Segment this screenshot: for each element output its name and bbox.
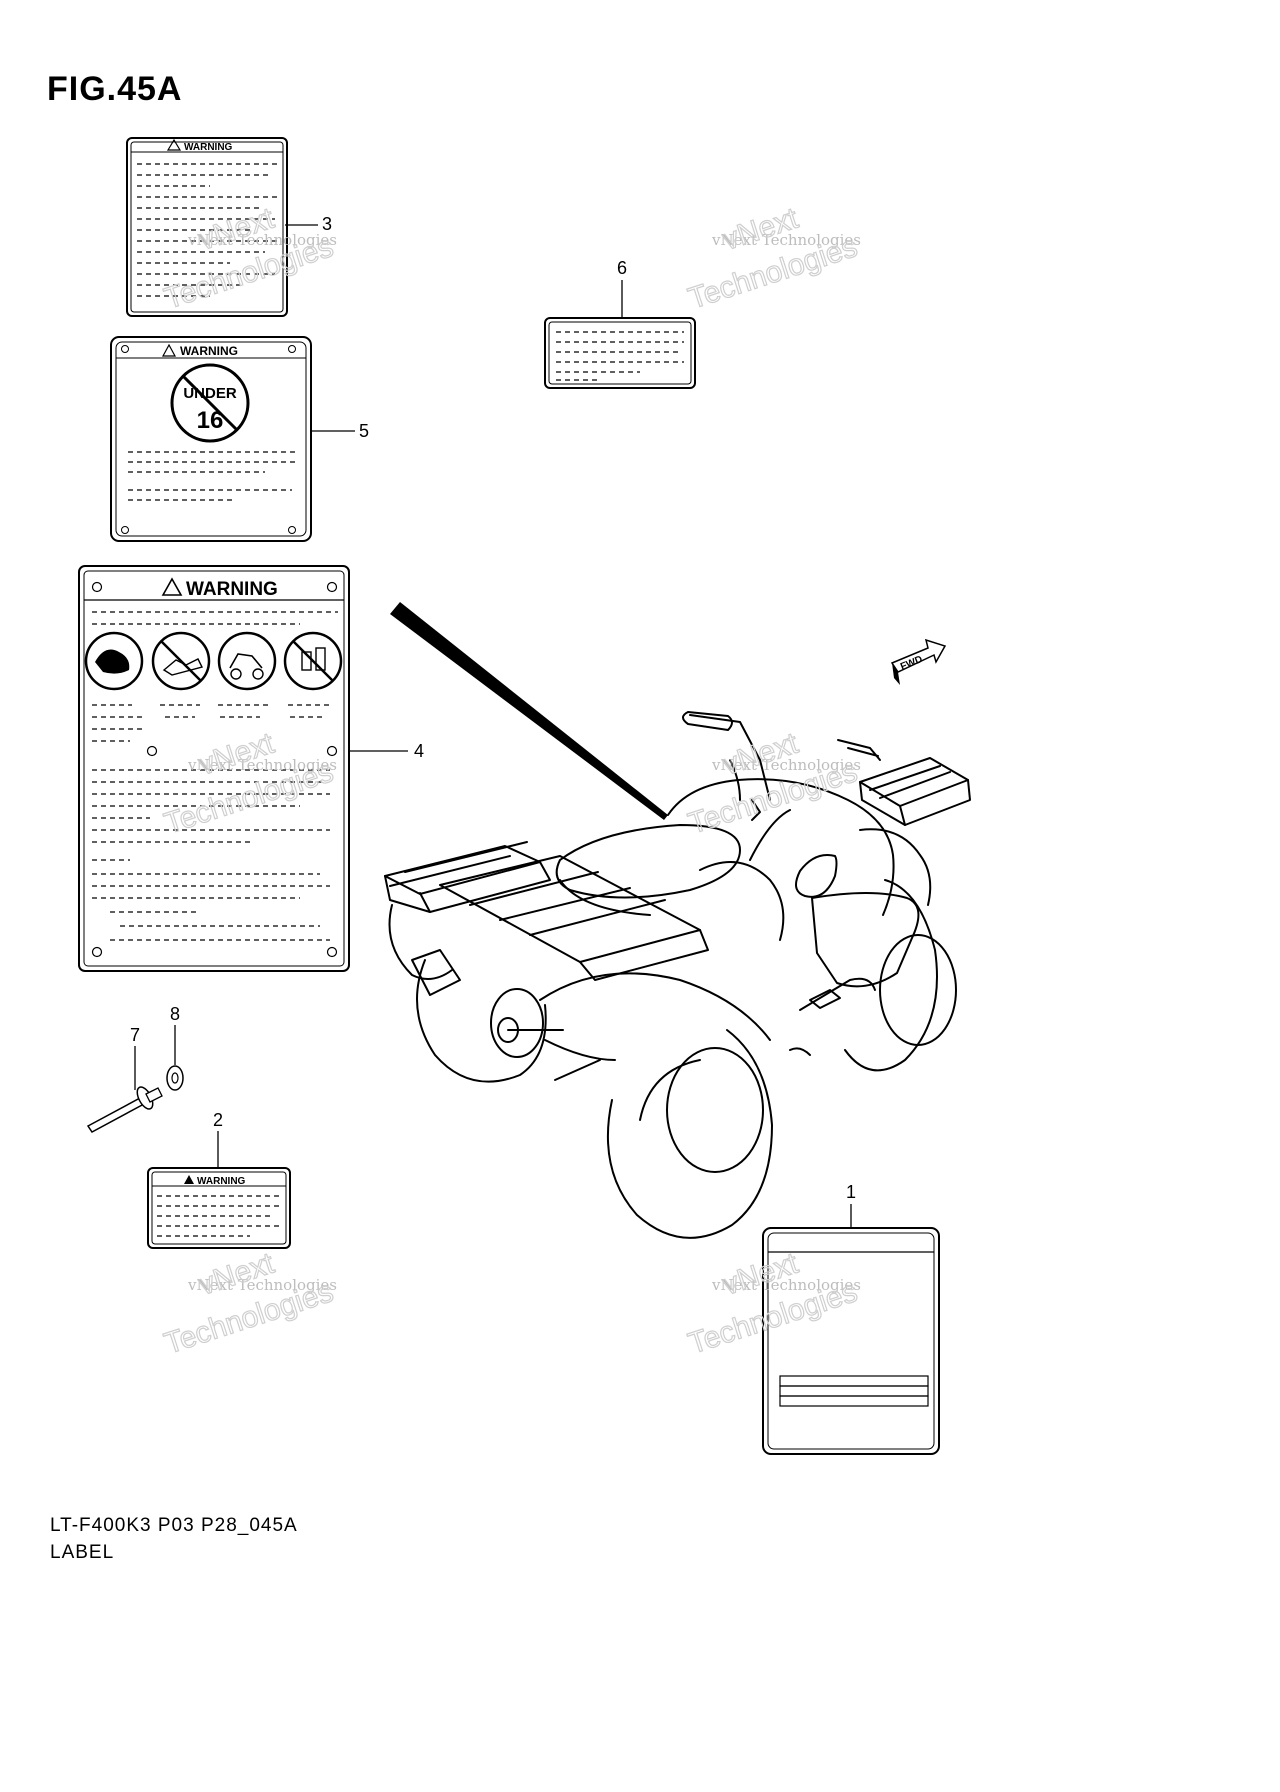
warning-triangle-icon xyxy=(184,1175,194,1184)
label-1 xyxy=(762,1227,940,1455)
warning-triangle-icon xyxy=(161,577,183,596)
figure-code: LT-F400K3 P03 P28_045A xyxy=(50,1515,298,1536)
under-text: UNDER xyxy=(183,385,237,402)
pictogram-no-road-icon xyxy=(217,631,277,691)
callout-6: 6 xyxy=(617,258,627,278)
callout-3: 3 xyxy=(322,214,332,234)
warning-triangle-icon xyxy=(161,343,177,357)
label-6 xyxy=(544,317,696,389)
rivet-part xyxy=(86,1086,163,1133)
figure-title: FIG.45A xyxy=(47,70,183,108)
callout-7: 7 xyxy=(130,1025,140,1045)
pictogram-no-alcohol-icon xyxy=(283,631,343,691)
svg-text:vNext Technologies: vNext Technologies xyxy=(711,231,861,249)
callout-8: 8 xyxy=(170,1004,180,1024)
label-2-warning-text: WARNING xyxy=(197,1176,246,1187)
watermark-2: vNext Technologies vNext Technologies xyxy=(684,201,862,316)
pointer-arrow xyxy=(390,602,668,820)
label-4-warning-text: WARNING xyxy=(186,579,278,600)
prohibition-circle-icon xyxy=(170,363,250,443)
svg-text:vNext Technologies: vNext Technologies xyxy=(187,756,337,774)
fwd-arrow-icon: FWD xyxy=(890,638,947,685)
callout-1: 1 xyxy=(846,1182,856,1202)
svg-text:vNext Technologies: vNext Technologies xyxy=(711,756,861,774)
label-5-warning-text: WARNING xyxy=(180,344,238,358)
svg-text:vNext Technologies: vNext Technologies xyxy=(711,1276,861,1294)
fwd-text: FWD xyxy=(899,654,924,673)
pictogram-no-passenger-icon xyxy=(151,631,211,691)
label-3-warning-text: WARNING xyxy=(184,142,233,153)
label-5: WARNING UNDER 16 xyxy=(110,336,312,542)
label-3: WARNING xyxy=(126,137,288,317)
washer-part xyxy=(166,1065,184,1091)
label-2: WARNING xyxy=(147,1167,291,1249)
warning-triangle-icon xyxy=(166,138,182,151)
atv-drawing xyxy=(384,711,971,1239)
watermark-5: vNext Technologies vNext Technologies xyxy=(160,1246,338,1361)
callout-5: 5 xyxy=(359,421,369,441)
callout-2: 2 xyxy=(213,1110,223,1130)
pictogram-helmet-icon xyxy=(84,631,144,691)
svg-text:vNext Technologies: vNext Technologies xyxy=(187,231,337,249)
figure-name: LABEL xyxy=(50,1542,115,1563)
svg-text:vNext Technologies: vNext Technologies xyxy=(187,1276,337,1294)
callout-4: 4 xyxy=(414,741,424,761)
label-4: WARNING xyxy=(78,565,350,972)
